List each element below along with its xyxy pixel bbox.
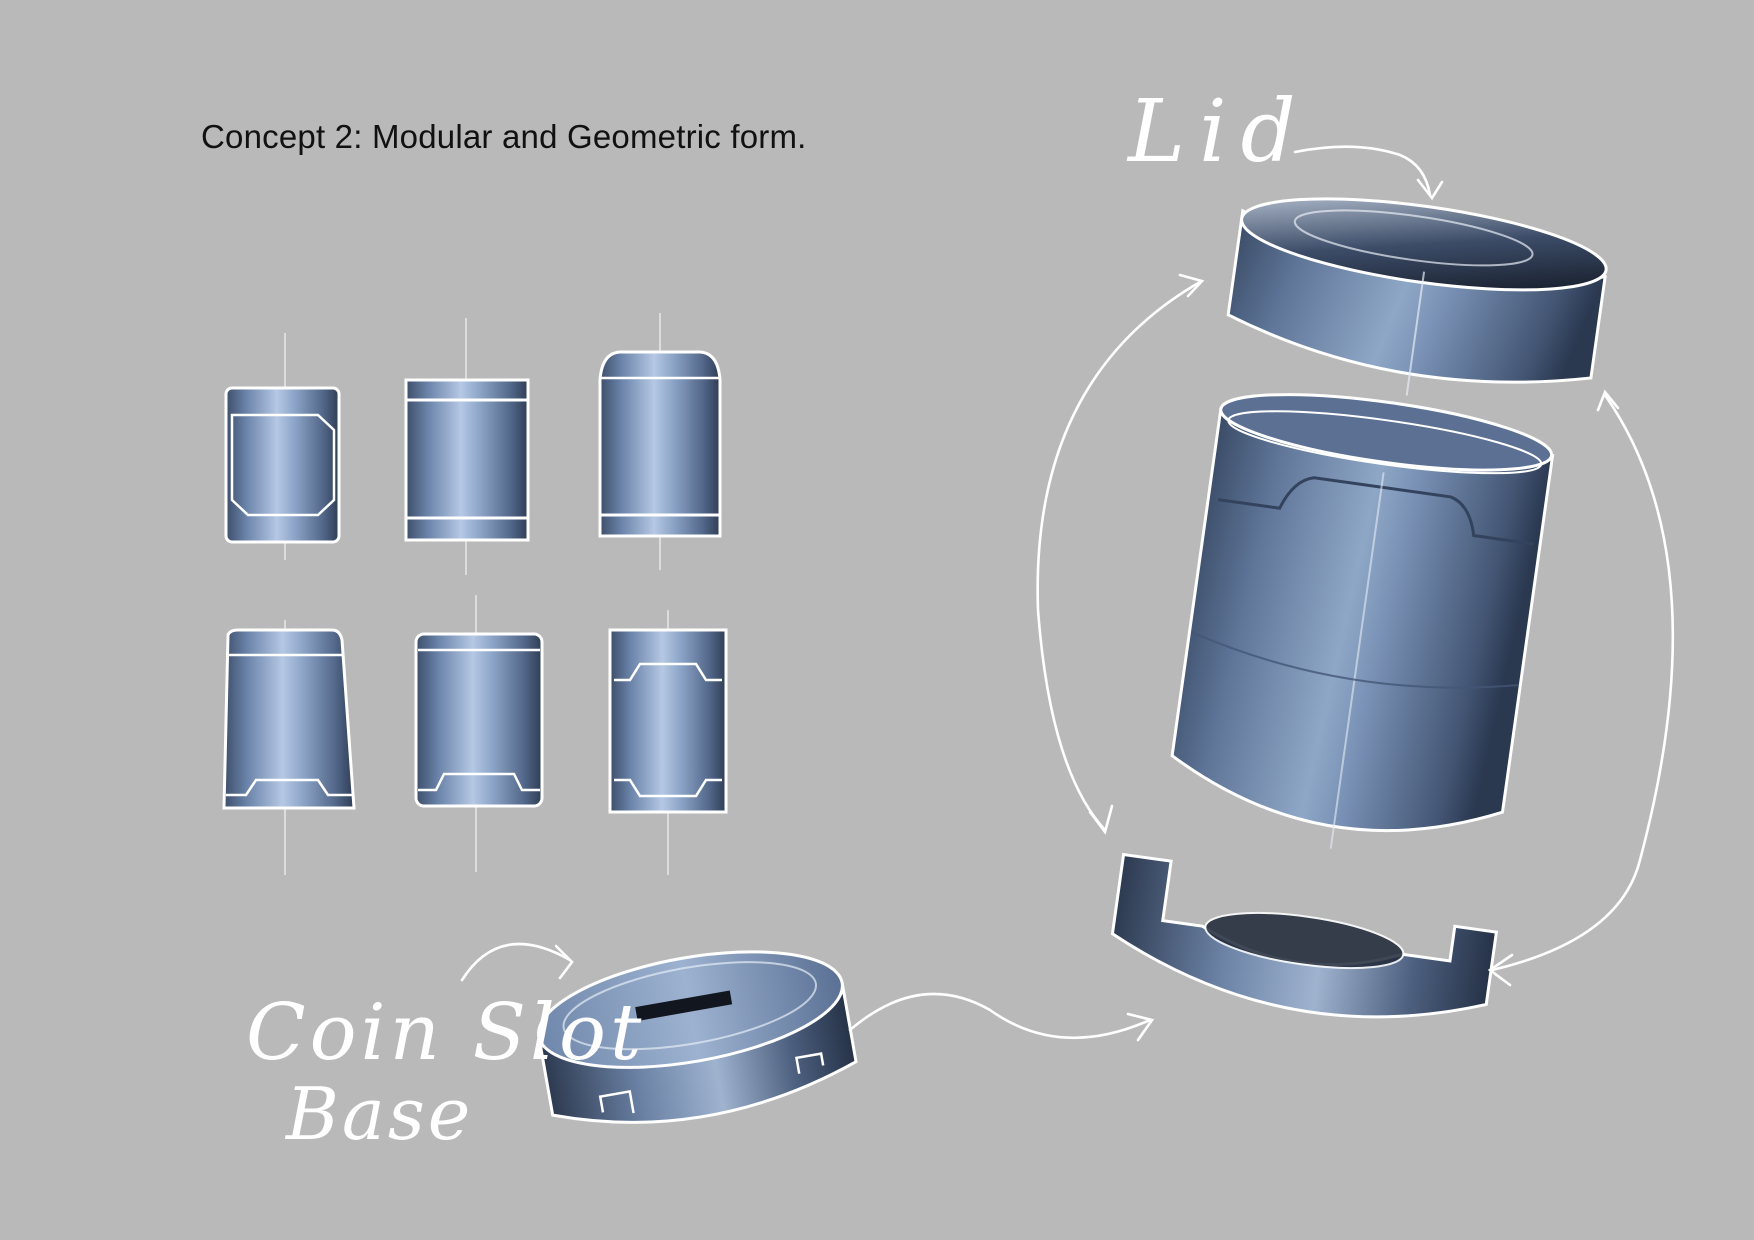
concept-thumbnail-6 [608, 610, 728, 875]
arrow-lid-label-head [1416, 178, 1444, 201]
arrow-coin-to-base-head [1126, 1012, 1155, 1042]
coin-slot-annotation: Coin Slot [246, 988, 646, 1078]
lid-annotation: Lid [1128, 82, 1310, 182]
arrow-right-arc-head-bottom [1487, 953, 1514, 987]
arrow-lid-to-body-left-head [1088, 804, 1114, 835]
coin-slot-opening [635, 990, 733, 1021]
arrow-lid-label [1293, 145, 1432, 197]
page-title: Concept 2: Modular and Geometric form. [201, 118, 807, 155]
jar-body-component [1170, 393, 1555, 849]
concept-thumbnail-5 [414, 595, 544, 872]
concept-thumbnail-2 [404, 318, 530, 575]
concept-thumbnail-3 [598, 313, 722, 570]
arrow-coin-to-base [848, 992, 1152, 1040]
concept-thumbnail-1 [224, 333, 341, 560]
lid-component [1226, 197, 1608, 396]
base-annotation: Base [286, 1072, 474, 1156]
arrow-right-arc [1490, 393, 1675, 972]
arrow-coin-label-head [554, 944, 574, 980]
arrow-coin-label [460, 942, 572, 982]
coin-slot-base-component [537, 950, 858, 1124]
assembly-arrows [460, 145, 1675, 1042]
concept-thumbnail-4 [222, 620, 356, 875]
arrow-right-arc-head-top [1596, 389, 1620, 412]
arrow-lid-to-body-left [1036, 280, 1202, 832]
arrow-body-to-lid-left-head [1178, 273, 1205, 298]
base-ring-component [1110, 852, 1499, 1019]
